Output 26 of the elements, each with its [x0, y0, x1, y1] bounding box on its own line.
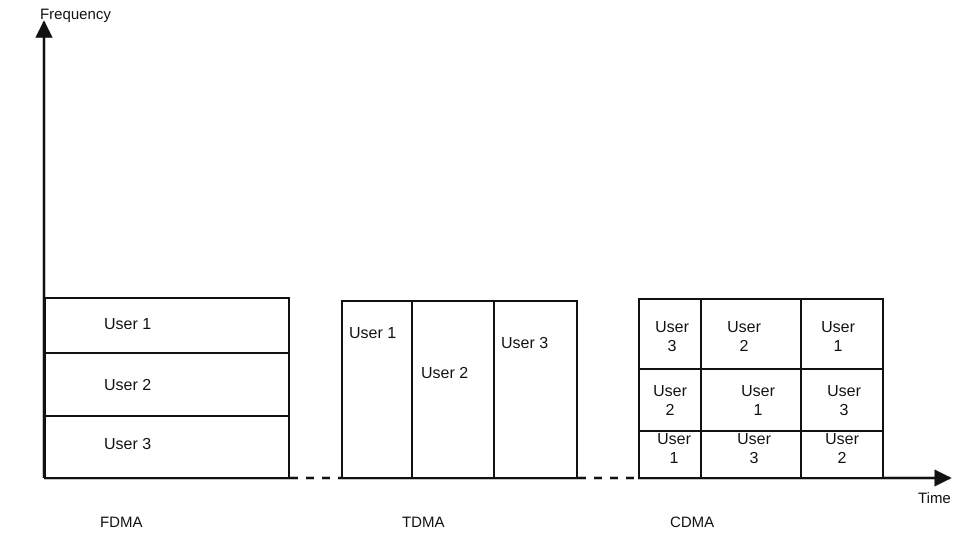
channel-cell	[44, 415, 290, 479]
user-label: User 2	[726, 318, 762, 356]
user-label: User 1	[104, 315, 152, 334]
user-label: User 2	[652, 382, 688, 420]
user-label: User 1	[349, 324, 398, 343]
channel-cell	[44, 352, 290, 417]
user-label: User 2	[104, 376, 152, 395]
channel-cell	[341, 300, 413, 479]
user-label: User 3	[736, 430, 772, 468]
scheme-label: FDMA	[100, 514, 142, 531]
scheme-label: TDMA	[402, 514, 444, 531]
axis-label: Time	[918, 490, 951, 507]
user-label: User 2	[421, 364, 470, 383]
channel-cell	[44, 297, 290, 354]
scheme-label: CDMA	[670, 514, 714, 531]
user-label: User 3	[826, 382, 862, 420]
user-label: User 3	[501, 334, 550, 353]
user-label: User 2	[824, 430, 860, 468]
user-label: User 3	[104, 435, 152, 454]
user-label: User 3	[654, 318, 690, 356]
user-label: User 1	[740, 382, 776, 420]
channel-cell	[493, 300, 578, 479]
user-label: User 1	[656, 430, 692, 468]
channel-cell	[411, 300, 495, 479]
axis-label: Frequency	[40, 6, 111, 23]
user-label: User 1	[820, 318, 856, 356]
